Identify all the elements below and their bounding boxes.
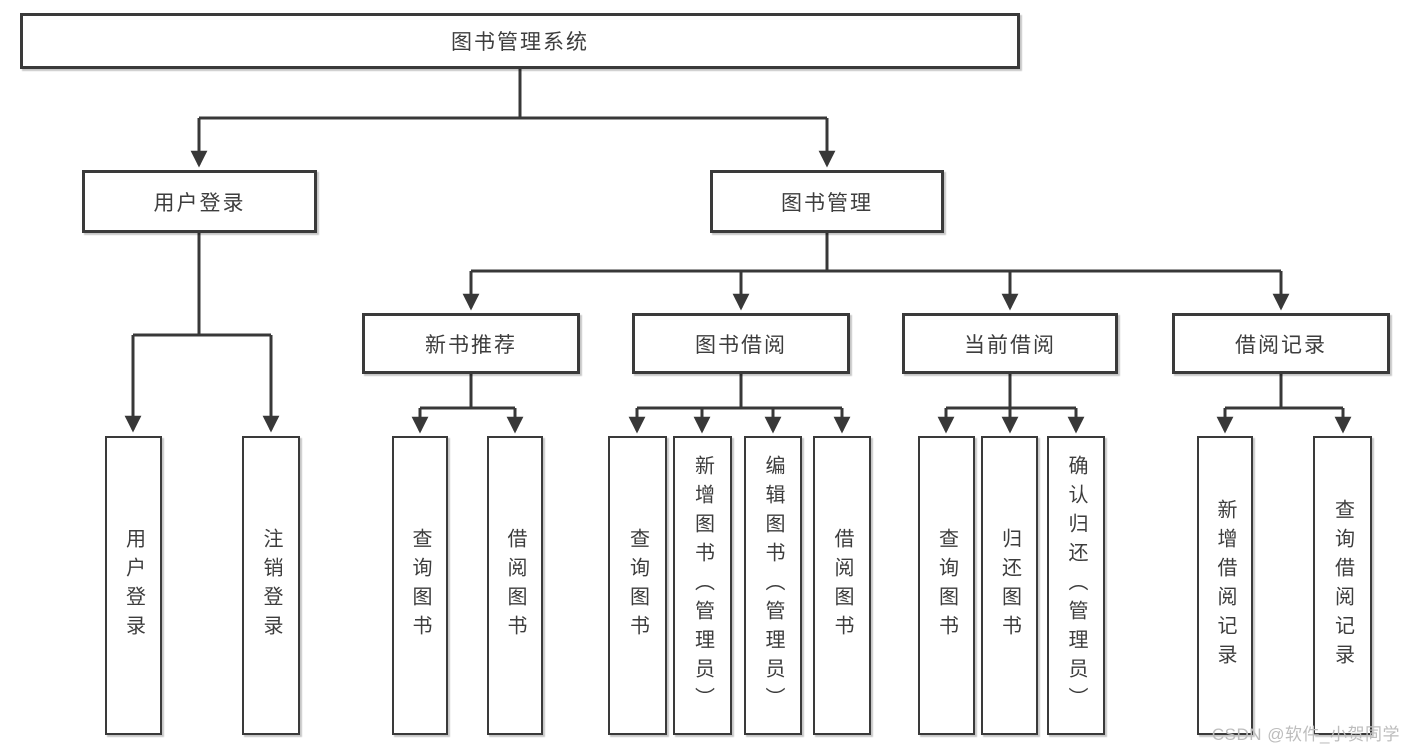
leaf-label: 编辑图书（管理员） bbox=[762, 455, 784, 716]
leaf-borrow-borrow-books: 借阅图书 bbox=[813, 436, 871, 735]
connector-book-mgmt-to-level2 bbox=[462, 233, 1290, 311]
node-book-management: 图书管理 bbox=[710, 170, 944, 233]
leaf-label: 注销登录 bbox=[260, 527, 282, 644]
leaf-current-return-books: 归还图书 bbox=[981, 436, 1038, 735]
node-label: 借阅记录 bbox=[1235, 333, 1327, 357]
node-label: 当前借阅 bbox=[964, 333, 1056, 357]
node-label: 图书管理 bbox=[781, 191, 873, 215]
node-label: 用户登录 bbox=[153, 191, 246, 215]
node-current-borrow: 当前借阅 bbox=[902, 313, 1118, 374]
leaf-user-login: 用户登录 bbox=[105, 436, 162, 735]
leaf-newbook-borrow-books: 借阅图书 bbox=[487, 436, 543, 735]
leaf-label: 借阅图书 bbox=[831, 527, 853, 644]
node-borrow-record: 借阅记录 bbox=[1172, 313, 1390, 374]
leaf-current-query-books: 查询图书 bbox=[918, 436, 975, 735]
node-root-system: 图书管理系统 bbox=[20, 13, 1020, 69]
node-root-label: 图书管理系统 bbox=[451, 31, 589, 54]
leaf-label: 查询图书 bbox=[626, 527, 649, 644]
leaf-borrow-edit-books-admin: 编辑图书（管理员） bbox=[744, 436, 802, 735]
leaf-user-logout: 注销登录 bbox=[242, 436, 300, 735]
leaf-record-add-borrow-record: 新增借阅记录 bbox=[1197, 436, 1253, 735]
leaf-label: 确认归还（管理员） bbox=[1065, 455, 1087, 716]
leaf-label: 新增图书（管理员） bbox=[691, 455, 714, 716]
node-book-borrow: 图书借阅 bbox=[632, 313, 850, 374]
leaf-label: 归还图书 bbox=[998, 527, 1021, 644]
csdn-watermark: CSDN @软件_小贺同学 bbox=[1211, 725, 1400, 744]
connector-borrow-to-leaves bbox=[628, 374, 851, 434]
connector-root-to-level1 bbox=[190, 69, 836, 168]
connector-record-to-leaves bbox=[1216, 374, 1352, 434]
leaf-borrow-add-books-admin: 新增图书（管理员） bbox=[673, 436, 732, 735]
connector-newbook-to-leaves bbox=[411, 374, 524, 434]
leaf-label: 借阅图书 bbox=[504, 527, 526, 644]
leaf-label: 查询图书 bbox=[935, 527, 958, 644]
leaf-label: 用户登录 bbox=[122, 527, 145, 644]
leaf-label: 新增借阅记录 bbox=[1214, 498, 1236, 673]
leaf-label: 查询借阅记录 bbox=[1331, 498, 1354, 673]
leaf-current-confirm-return-admin: 确认归还（管理员） bbox=[1047, 436, 1105, 735]
leaf-label: 查询图书 bbox=[409, 527, 431, 644]
leaf-record-query-borrow-record: 查询借阅记录 bbox=[1313, 436, 1372, 735]
node-user-login: 用户登录 bbox=[82, 170, 317, 233]
leaf-borrow-query-books: 查询图书 bbox=[608, 436, 667, 735]
node-label: 图书借阅 bbox=[695, 333, 787, 357]
connector-user-login-to-leaves bbox=[124, 233, 280, 433]
leaf-newbook-query-books: 查询图书 bbox=[392, 436, 448, 735]
node-label: 新书推荐 bbox=[425, 333, 517, 357]
connector-current-to-leaves bbox=[937, 374, 1085, 434]
node-new-book-recommend: 新书推荐 bbox=[362, 313, 580, 374]
